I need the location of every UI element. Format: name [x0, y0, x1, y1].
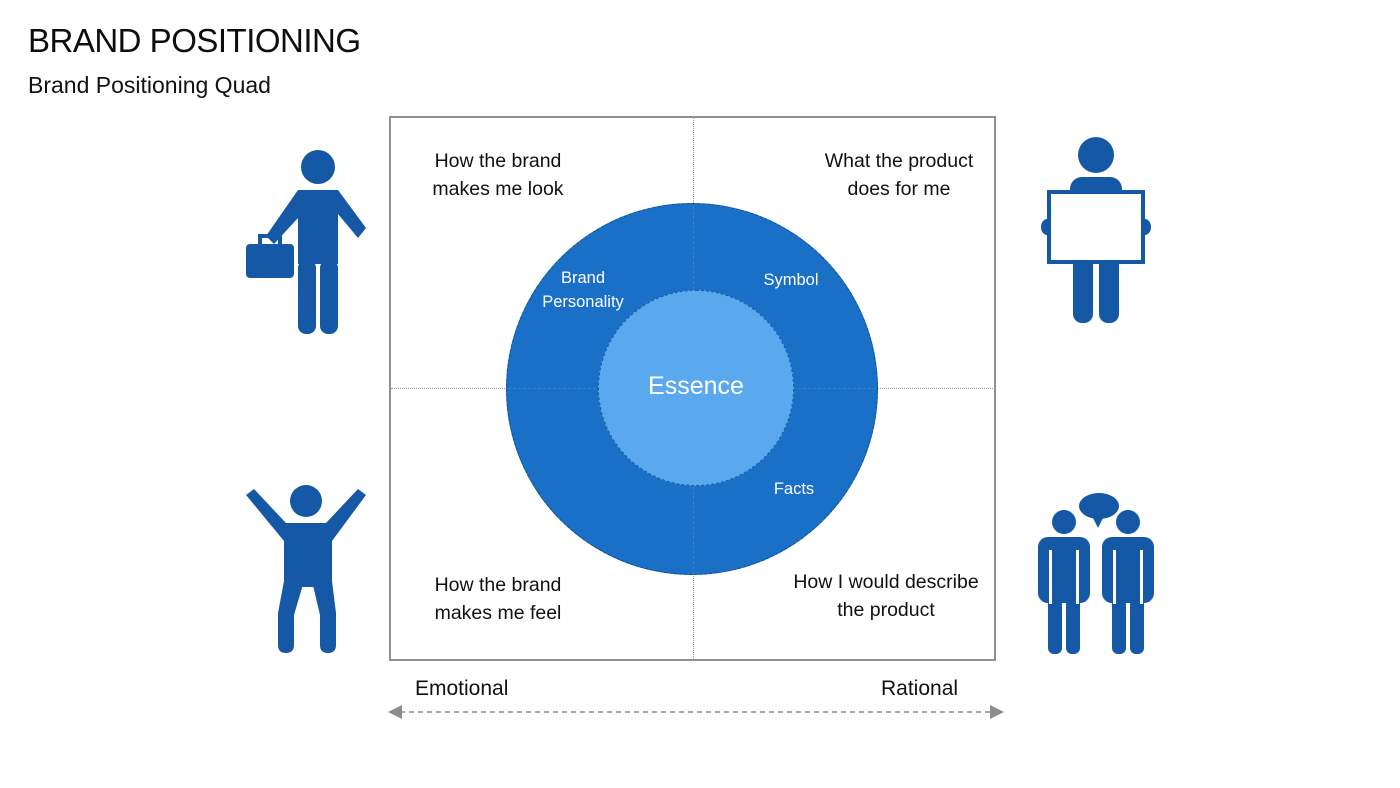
segment-symbol-label: Symbol — [763, 271, 819, 289]
essence-core — [598, 290, 794, 486]
page-title: BRAND POSITIONING — [28, 22, 361, 59]
segment-facts-label: Facts — [773, 480, 815, 498]
quadrant-top-right-text: What the product does for me — [824, 150, 974, 200]
quadrant-bottom-left-text: How the brand makes me feel — [434, 574, 562, 624]
quadrant-bottom-right-text: How I would describe the product — [793, 571, 979, 621]
cheering-person-icon — [246, 485, 366, 653]
businessman-icon — [246, 150, 366, 334]
axis-right-label: Rational — [881, 677, 959, 700]
essence-label: Essence — [648, 372, 744, 400]
emotional-rational-axis-arrow — [388, 705, 1004, 719]
segment-brand-personality-label: Brand Personality — [542, 269, 624, 311]
page-subtitle: Brand Positioning Quad — [28, 72, 271, 98]
axis-left-label: Emotional — [415, 677, 509, 700]
positioning-quad-frame — [389, 116, 996, 661]
person-holding-sign-icon — [1041, 137, 1151, 323]
two-people-talking-icon — [1038, 493, 1154, 654]
quadrant-top-left-text: How the brand makes me look — [432, 150, 564, 200]
